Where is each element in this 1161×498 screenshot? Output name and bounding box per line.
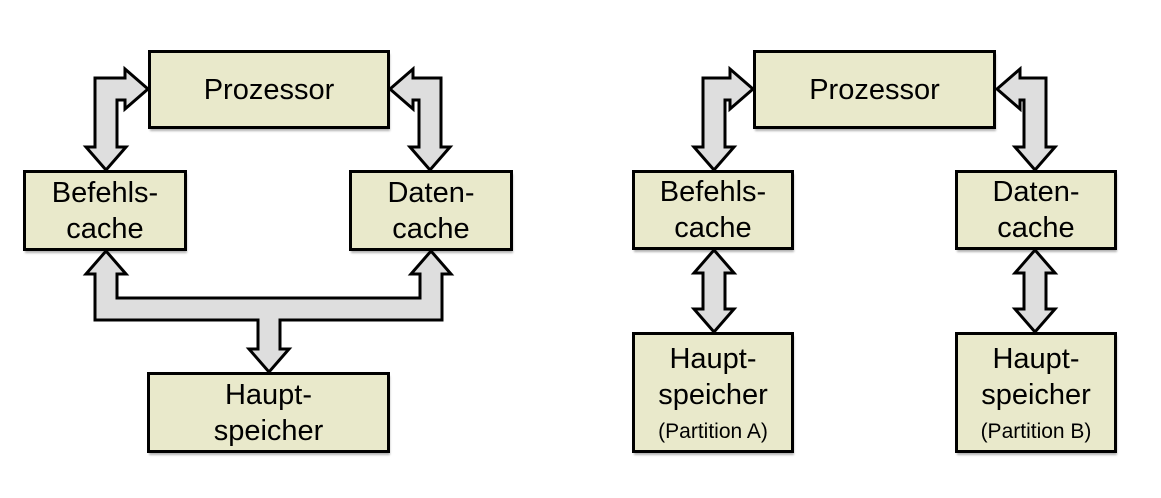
partition-a-label: (Partition A)	[658, 420, 768, 443]
instruction-cache-box-right-diagram: Befehls- cache	[632, 170, 794, 250]
main-memory-a-label-line2: speicher	[658, 379, 768, 411]
arrow-processor-data-cache-left-diagram	[387, 65, 454, 173]
arrow-processor-data-cache-right-diagram	[994, 65, 1059, 173]
instruction-cache-label-line1: Befehls-	[659, 176, 767, 208]
instruction-cache-label-line2: cache	[66, 212, 144, 245]
instruction-cache-label-line2: cache	[674, 212, 752, 244]
arrow-main-memory-to-caches-trident	[82, 248, 455, 375]
main-memory-a-label-line1: Haupt-	[669, 343, 757, 375]
main-memory-partition-b-box: Haupt- speicher (Partition B)	[955, 332, 1117, 453]
instruction-cache-label-line1: Befehls-	[51, 176, 159, 209]
processor-box-right-diagram: Prozessor	[753, 50, 996, 129]
data-cache-label-line1: Daten-	[387, 176, 475, 209]
main-memory-b-label-line2: speicher	[981, 379, 1091, 411]
processor-label: Prozessor	[809, 73, 940, 106]
main-memory-box-left-diagram: Haupt- speicher	[147, 372, 390, 453]
arrow-processor-instruction-cache-right-diagram	[690, 65, 756, 173]
partition-b-label: (Partition B)	[980, 420, 1092, 443]
arrow-data-cache-partition-b	[1011, 247, 1059, 335]
main-memory-b-label-line1: Haupt-	[992, 343, 1080, 375]
instruction-cache-box-left-diagram: Befehls- cache	[23, 170, 187, 251]
data-cache-label-line2: cache	[997, 212, 1075, 244]
processor-box-left-diagram: Prozessor	[148, 50, 390, 129]
arrow-instruction-cache-partition-a	[690, 247, 738, 335]
main-memory-label-line1: Haupt-	[224, 378, 313, 411]
arrow-processor-instruction-cache-left-diagram	[82, 65, 151, 173]
data-cache-box-right-diagram: Daten- cache	[955, 170, 1117, 250]
data-cache-label-line2: cache	[392, 212, 470, 245]
data-cache-label-line1: Daten-	[992, 176, 1080, 208]
main-memory-partition-a-box: Haupt- speicher (Partition A)	[632, 332, 794, 453]
data-cache-box-left-diagram: Daten- cache	[349, 170, 513, 251]
processor-label: Prozessor	[203, 73, 335, 106]
main-memory-label-line2: speicher	[213, 414, 324, 447]
